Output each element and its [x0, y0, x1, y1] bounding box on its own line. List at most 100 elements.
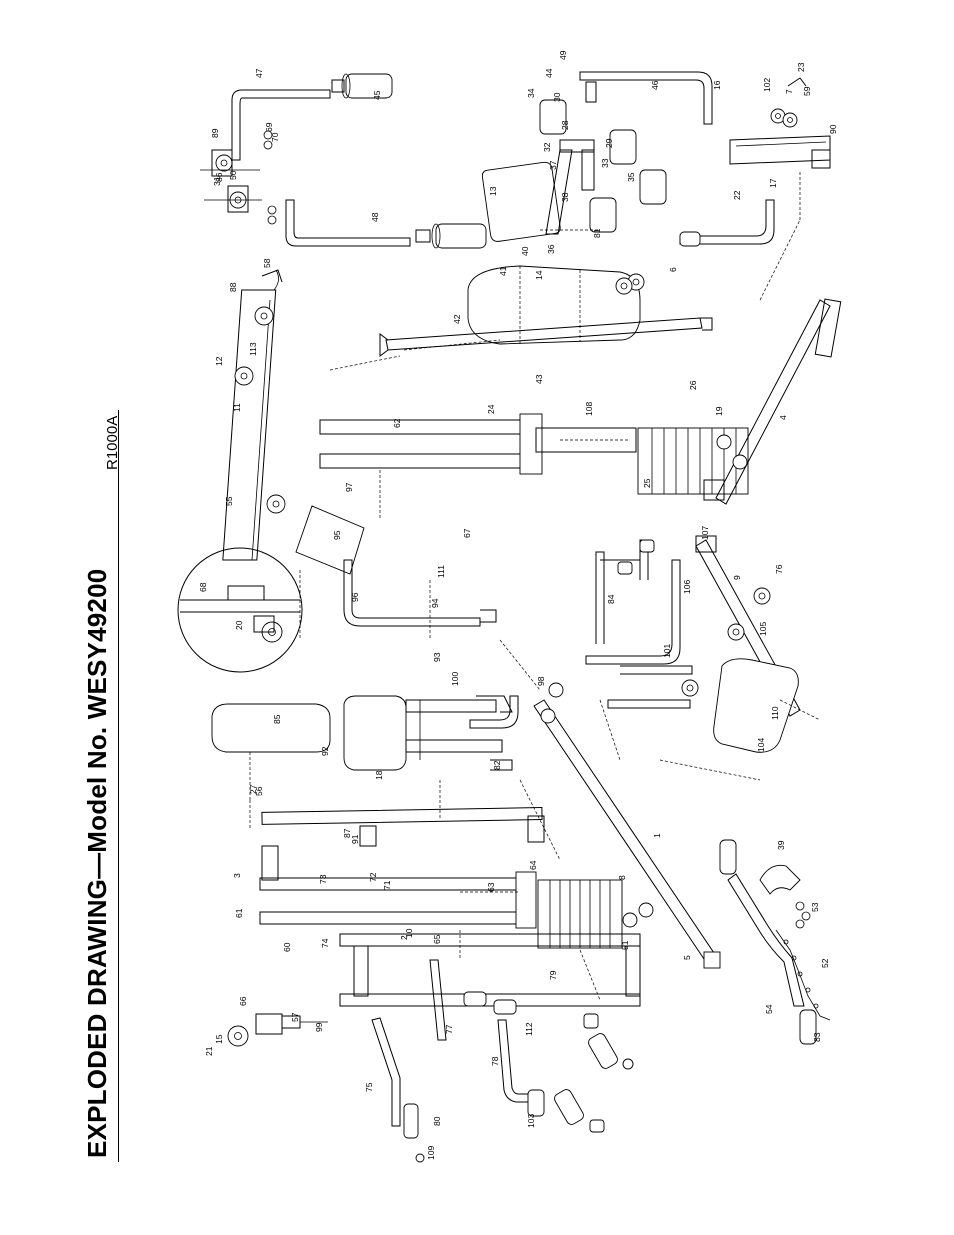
part-label-66: 66	[238, 996, 248, 1006]
part-label-74: 74	[320, 938, 330, 948]
leg-extension-75	[371, 1017, 425, 1163]
part-label-102: 102	[762, 78, 772, 92]
part-label-96: 96	[350, 592, 360, 602]
part-label-39: 39	[776, 840, 786, 850]
part-label-45: 45	[372, 90, 382, 100]
part-label-104: 104	[756, 738, 766, 752]
base-rail-105	[681, 535, 801, 717]
part-label-41: 41	[498, 266, 508, 276]
part-label-20: 20	[234, 620, 244, 630]
tower-73	[259, 871, 537, 929]
part-label-15: 15	[214, 1034, 224, 1044]
part-label-94: 94	[430, 598, 440, 608]
part-label-62: 62	[392, 418, 402, 428]
part-label-97: 97	[344, 482, 354, 492]
part-label-68: 68	[198, 582, 208, 592]
part-label-108: 108	[584, 402, 594, 416]
part-label-106: 106	[682, 580, 692, 594]
part-label-37: 37	[548, 160, 558, 170]
pad-85	[211, 703, 331, 800]
pad-13-middle	[343, 695, 407, 771]
part-label-21: 21	[204, 1046, 214, 1056]
part-label-103: 103	[526, 1114, 536, 1128]
frame-17	[729, 135, 831, 169]
clips-53	[795, 901, 811, 929]
part-label-44: 44	[544, 68, 554, 78]
part-label-55: 55	[224, 496, 234, 506]
part-label-11: 11	[232, 403, 242, 412]
leg-extension-77	[429, 959, 517, 1041]
part-label-98: 98	[536, 676, 546, 686]
part-label-51: 51	[620, 940, 630, 950]
part-label-30: 30	[552, 92, 562, 102]
handle-39	[759, 864, 801, 895]
part-label-46: 46	[650, 80, 660, 90]
pulley-assembly-66	[227, 1013, 328, 1047]
part-label-5: 5	[682, 955, 692, 960]
part-label-47: 47	[254, 68, 264, 78]
part-label-17: 17	[768, 178, 778, 188]
part-label-10: 10	[404, 928, 414, 938]
part-label-54: 54	[764, 1004, 774, 1014]
part-label-32: 32	[542, 142, 552, 152]
part-label-101: 101	[662, 644, 672, 658]
part-label-48: 48	[370, 212, 380, 222]
part-label-16: 16	[712, 80, 722, 90]
part-label-12: 12	[214, 356, 224, 366]
part-label-7: 7	[784, 89, 794, 94]
part-label-88: 88	[228, 282, 238, 292]
part-label-93: 93	[432, 652, 442, 662]
high-pulley-arm-55	[222, 269, 286, 561]
frame-upright-46-bottom	[679, 199, 775, 247]
arm-frame-18	[405, 695, 513, 760]
part-label-60: 60	[282, 942, 292, 952]
part-label-89: 89	[210, 128, 220, 138]
part-label-52: 52	[820, 958, 830, 968]
part-label-4: 4	[778, 415, 788, 420]
lat-frame-96	[343, 559, 497, 627]
part-label-71: 71	[382, 880, 392, 890]
part-label-53: 53	[810, 902, 820, 912]
part-label-85: 85	[272, 714, 282, 724]
part-label-73: 73	[318, 874, 328, 884]
part-label-34: 34	[526, 88, 536, 98]
part-label-58: 58	[262, 258, 272, 268]
part-label-56: 56	[254, 786, 264, 796]
base-frame-4	[703, 298, 842, 505]
press-arms-101	[585, 539, 693, 709]
part-label-28: 28	[560, 120, 570, 130]
part-label-9: 9	[732, 575, 742, 580]
part-label-109: 109	[426, 1146, 436, 1160]
part-label-31: 31	[212, 176, 222, 186]
part-label-57: 57	[290, 1012, 300, 1022]
detail-inset	[177, 547, 303, 673]
part-label-92: 92	[320, 746, 330, 756]
part-label-110: 110	[770, 706, 780, 720]
part-label-75: 75	[364, 1082, 374, 1092]
part-label-70: 70	[270, 132, 280, 142]
part-label-107: 107	[700, 526, 710, 540]
part-label-40: 40	[520, 246, 530, 256]
part-label-14: 14	[534, 270, 544, 280]
leg-curl-arm-47	[231, 73, 393, 161]
part-label-69: 69	[264, 122, 274, 132]
part-label-87: 87	[342, 828, 352, 838]
seat-post-14	[545, 139, 595, 235]
cable-clip-58	[273, 269, 279, 291]
part-labels: 1234567891011121314151617181920212223242…	[198, 50, 838, 1160]
press-arm-82	[469, 695, 519, 771]
part-label-65: 65	[432, 934, 442, 944]
part-label-105: 105	[758, 622, 768, 636]
leg-curl-arm-48	[285, 199, 487, 249]
part-label-36: 36	[546, 244, 556, 254]
part-label-1: 1	[652, 833, 662, 838]
part-label-79: 79	[548, 970, 558, 980]
part-label-35: 35	[626, 172, 636, 182]
part-label-80: 80	[432, 1116, 442, 1126]
part-label-83: 83	[812, 1032, 822, 1042]
leg-extension-78	[497, 1019, 545, 1117]
part-label-33: 33	[600, 158, 610, 168]
part-label-112: 112	[524, 1022, 534, 1036]
